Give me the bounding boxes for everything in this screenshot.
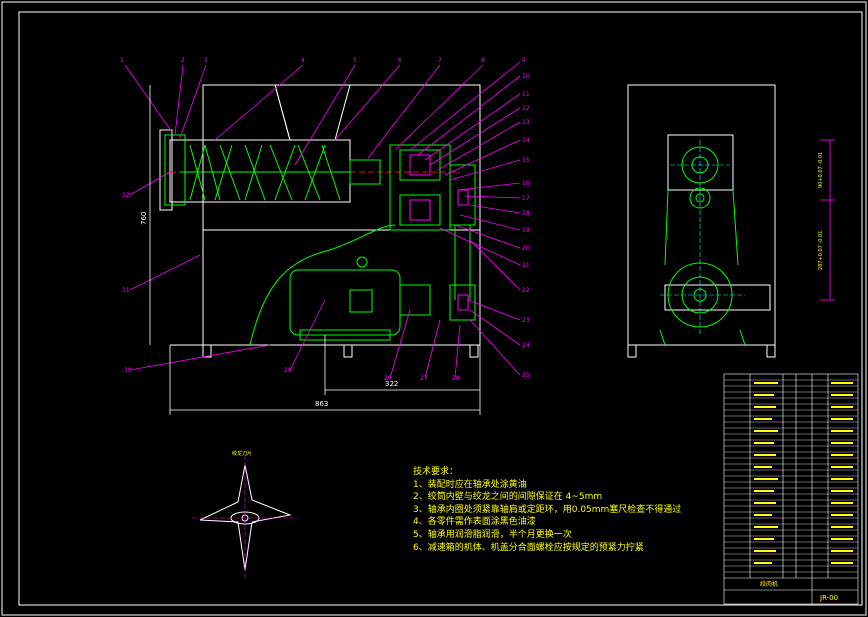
drawing-number: JR-00 <box>819 594 838 602</box>
requirement-item: 2、绞筒内壁与绞龙之间的间隙保证在 4~5mm <box>413 492 603 503</box>
motor <box>289 269 401 336</box>
part-label: 20 <box>522 245 530 252</box>
dim-motor-span: 322 <box>385 380 398 388</box>
part-label: 22 <box>522 287 530 294</box>
dimension-labels: 863 322 760 <box>140 212 398 408</box>
auger-screw <box>164 134 476 346</box>
parts-list <box>723 373 859 605</box>
part-label: 30 <box>124 367 132 374</box>
part-label: 11 <box>522 91 530 98</box>
part-label: 7 <box>438 57 442 64</box>
side-dim-upper: 90+0.07 -0.01 <box>818 152 824 188</box>
part-label: 29 <box>284 367 292 374</box>
part-label: 2 <box>181 57 185 64</box>
cabinet-frame <box>202 84 481 346</box>
front-view <box>159 84 481 358</box>
technical-requirements: 技术要求： 1、装配时应在轴承处涂黄油 2、绞筒内壁与绞龙之间的间隙保证在 4~… <box>413 466 681 554</box>
part-label: 6 <box>398 57 402 64</box>
blade-detail-center <box>192 455 298 578</box>
part-label: 16 <box>522 180 530 187</box>
part-label: 1 <box>120 57 124 64</box>
requirement-item: 6、减速箱的机体、机盖分合面螺栓应按规定的预紧力拧紧 <box>413 542 644 553</box>
requirement-item: 4、各零件需作表面涂黑色油漆 <box>413 517 536 528</box>
side-dim-lower: 287+0.07 -0.01 <box>818 231 824 270</box>
side-view <box>627 84 776 358</box>
part-label: 28 <box>452 375 460 382</box>
dim-height: 760 <box>140 212 148 225</box>
side-view-dimensions <box>820 139 835 301</box>
part-label: 14 <box>522 137 530 144</box>
part-label: 5 <box>353 57 357 64</box>
part-number-labels: 1 2 3 4 5 6 7 8 9 10 11 12 13 14 15 16 1… <box>120 57 530 382</box>
parts-list-text <box>754 382 853 564</box>
part-label: 26 <box>384 375 392 382</box>
part-label: 24 <box>522 342 530 349</box>
part-label: 12 <box>522 105 530 112</box>
part-label: 31 <box>122 287 130 294</box>
part-label: 13 <box>522 119 530 126</box>
part-label: 27 <box>420 375 428 382</box>
dimension-lines <box>149 85 481 415</box>
part-label: 3 <box>204 57 208 64</box>
inner-border <box>18 11 863 606</box>
part-label: 15 <box>522 157 530 164</box>
gear-hatching <box>409 154 469 311</box>
leader-lines <box>124 61 521 379</box>
part-label: 25 <box>522 372 530 379</box>
requirements-title: 技术要求： <box>413 467 459 477</box>
part-label: 9 <box>522 57 526 64</box>
requirement-item: 3、轴承内圈处须紧靠轴肩或定距环，用0.05mm塞尺检查不得通过 <box>413 504 682 515</box>
side-view-parts <box>659 146 746 346</box>
part-label: 23 <box>522 317 530 324</box>
part-label: 10 <box>522 73 530 80</box>
requirement-item: 5、轴承用润滑脂润滑，半个月更换一次 <box>413 529 572 540</box>
blade-detail-label: 绞龙刀片 <box>232 450 252 457</box>
part-label: 17 <box>522 195 530 202</box>
dim-overall-length: 863 <box>315 400 328 408</box>
side-view-center <box>660 140 745 335</box>
part-label: 8 <box>481 57 485 64</box>
part-label: 32 <box>122 192 130 199</box>
drawing-name: 绞肉机 <box>760 580 778 588</box>
part-label: 21 <box>522 262 530 269</box>
parts-list-rows <box>724 379 858 573</box>
part-label: 18 <box>522 210 530 217</box>
requirement-item: 1、装配时应在轴承处涂黄油 <box>413 479 527 490</box>
part-label: 19 <box>522 227 530 234</box>
part-label: 4 <box>301 57 305 64</box>
